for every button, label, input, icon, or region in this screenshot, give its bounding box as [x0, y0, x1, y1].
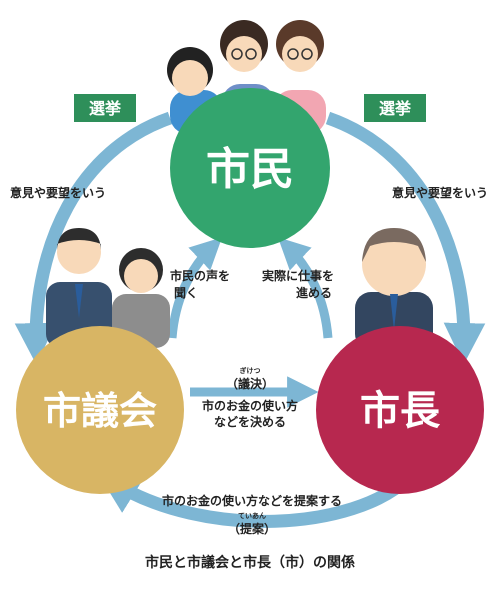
mayor-works-label-line1: 実際に仕事を	[262, 268, 334, 283]
council-members-illustration	[46, 228, 170, 348]
diagram-caption: 市民と市議会と市長（市）の関係	[145, 555, 355, 571]
arrow-citizens-to-council	[14, 111, 173, 365]
mayor-works-label-line2: 進める	[296, 285, 332, 300]
council-hears-label-line2: 聞く	[174, 286, 198, 300]
election-badge-left	[74, 94, 136, 122]
arrow-council-to-citizens	[167, 237, 223, 339]
council-circle	[16, 326, 184, 494]
council-mayor-label-line1: 市のお金の使い方	[202, 398, 298, 413]
election-badge-left-label: 選挙	[89, 99, 121, 118]
council-label: 市議会	[43, 389, 157, 433]
council-mayor-term: （議決）	[226, 376, 274, 391]
arrow-citizens-to-mayor	[325, 111, 486, 365]
mayor-council-ruby: ていあん	[238, 511, 266, 520]
mayor-council-term: （提案）	[228, 521, 276, 536]
council-hears-label-line1: 市民の声を	[170, 268, 230, 283]
citizens-to-mayor-label: 意見や要望をいう	[392, 185, 488, 200]
mayor-label: 市長	[360, 388, 441, 434]
council-mayor-label-line2: などを決める	[214, 414, 286, 429]
council-mayor-ruby: ぎけつ	[240, 366, 261, 375]
mayor-circle	[316, 326, 484, 494]
election-badge-right	[364, 94, 426, 122]
arrow-mayor-to-citizens	[277, 237, 333, 339]
election-badge-right-label: 選挙	[379, 99, 411, 118]
citizens-to-council-label: 意見や要望をいう	[10, 185, 106, 200]
mayor-council-label-line1: 市のお金の使い方などを提案する	[162, 493, 342, 508]
arrow-mayor-to-council	[97, 473, 413, 528]
citizens-label: 市民	[206, 144, 294, 195]
citizens-circle	[170, 88, 330, 248]
citizens-illustration	[167, 20, 326, 134]
